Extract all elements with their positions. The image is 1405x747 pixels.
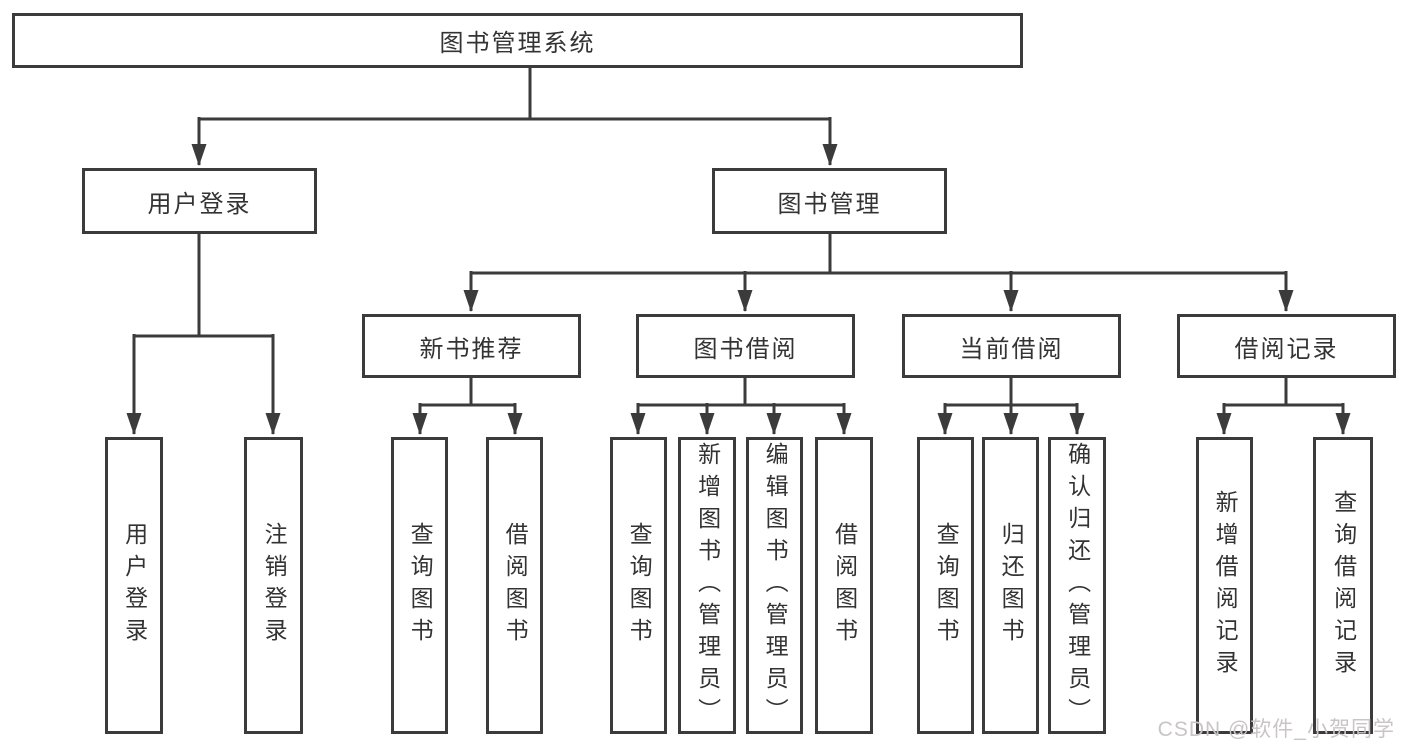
- leaf-newbook-query-books: 查询图书: [391, 437, 448, 734]
- leaf-confirm-return-admin: 确认归还（管理员）: [1048, 437, 1106, 734]
- leaf-borrow-borrow-books-label: 借阅图书: [831, 521, 858, 650]
- leaf-borrow-query-books: 查询图书: [610, 437, 667, 734]
- node-new-book-recommend-label: 新书推荐: [419, 335, 524, 363]
- node-current-borrow: 当前借阅: [902, 314, 1121, 378]
- leaf-add-books-admin: 新增图书（管理员）: [678, 437, 736, 734]
- leaf-add-books-admin-label: 新增图书（管理员）: [694, 441, 721, 730]
- leaf-current-query-books: 查询图书: [917, 437, 974, 734]
- node-book-borrow-label: 图书借阅: [693, 335, 798, 363]
- node-book-management-label: 图书管理: [777, 190, 882, 218]
- node-borrow-records: 借阅记录: [1177, 314, 1396, 378]
- node-library-system: 图书管理系统: [12, 13, 1023, 68]
- node-borrow-records-label: 借阅记录: [1234, 335, 1339, 363]
- leaf-add-borrow-record: 新增借阅记录: [1196, 437, 1253, 734]
- leaf-newbook-borrow-books: 借阅图书: [486, 437, 543, 734]
- leaf-query-borrow-record-label: 查询借阅记录: [1330, 489, 1357, 682]
- leaf-logout-label: 注销登录: [261, 521, 288, 650]
- leaf-user-login-label: 用户登录: [121, 521, 148, 650]
- node-user-login: 用户登录: [82, 168, 317, 234]
- leaf-return-books: 归还图书: [982, 437, 1039, 734]
- leaf-query-borrow-record: 查询借阅记录: [1313, 437, 1373, 734]
- leaf-edit-books-admin: 编辑图书（管理员）: [746, 437, 803, 734]
- leaf-return-books-label: 归还图书: [998, 521, 1025, 650]
- leaf-edit-books-admin-label: 编辑图书（管理员）: [762, 441, 789, 730]
- csdn-watermark: CSDN @软件_小贺同学: [1157, 718, 1395, 741]
- leaf-current-query-books-label: 查询图书: [933, 521, 960, 650]
- leaf-newbook-query-books-label: 查询图书: [407, 521, 434, 650]
- leaf-user-login: 用户登录: [105, 437, 163, 734]
- leaf-logout: 注销登录: [244, 437, 303, 734]
- leaf-borrow-query-books-label: 查询图书: [626, 521, 653, 650]
- leaf-add-borrow-record-label: 新增借阅记录: [1212, 489, 1239, 682]
- leaf-newbook-borrow-books-label: 借阅图书: [502, 521, 529, 650]
- connectors: [126, 68, 1351, 435]
- node-new-book-recommend: 新书推荐: [362, 314, 581, 378]
- node-book-borrow: 图书借阅: [636, 314, 855, 378]
- node-library-system-label: 图书管理系统: [439, 30, 596, 57]
- node-book-management: 图书管理: [712, 168, 947, 234]
- leaf-borrow-borrow-books: 借阅图书: [815, 437, 873, 734]
- leaf-confirm-return-admin-label: 确认归还（管理员）: [1064, 441, 1091, 730]
- node-current-borrow-label: 当前借阅: [959, 335, 1064, 363]
- node-user-login-label: 用户登录: [147, 190, 252, 218]
